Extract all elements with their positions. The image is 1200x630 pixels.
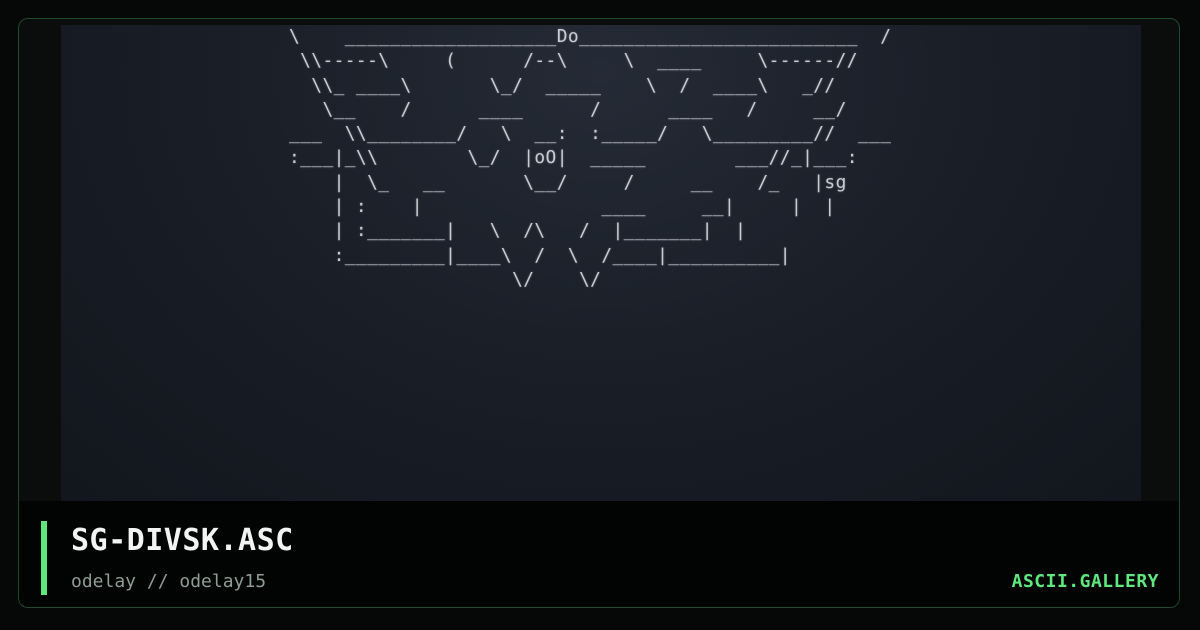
ascii-art: \ ___________________Do_________________… <box>289 27 892 290</box>
ascii-art-panel: \ ___________________Do_________________… <box>61 25 1141 501</box>
accent-bar <box>41 521 47 595</box>
site-brand[interactable]: ASCII.GALLERY <box>1011 571 1159 592</box>
artwork-author: odelay // odelay15 <box>71 571 267 592</box>
caption-bar: SG-DIVSK.ASC odelay // odelay15 ASCII.GA… <box>19 501 1179 607</box>
card-frame: \ ___________________Do_________________… <box>18 18 1180 608</box>
artwork-title: SG-DIVSK.ASC <box>71 523 294 558</box>
